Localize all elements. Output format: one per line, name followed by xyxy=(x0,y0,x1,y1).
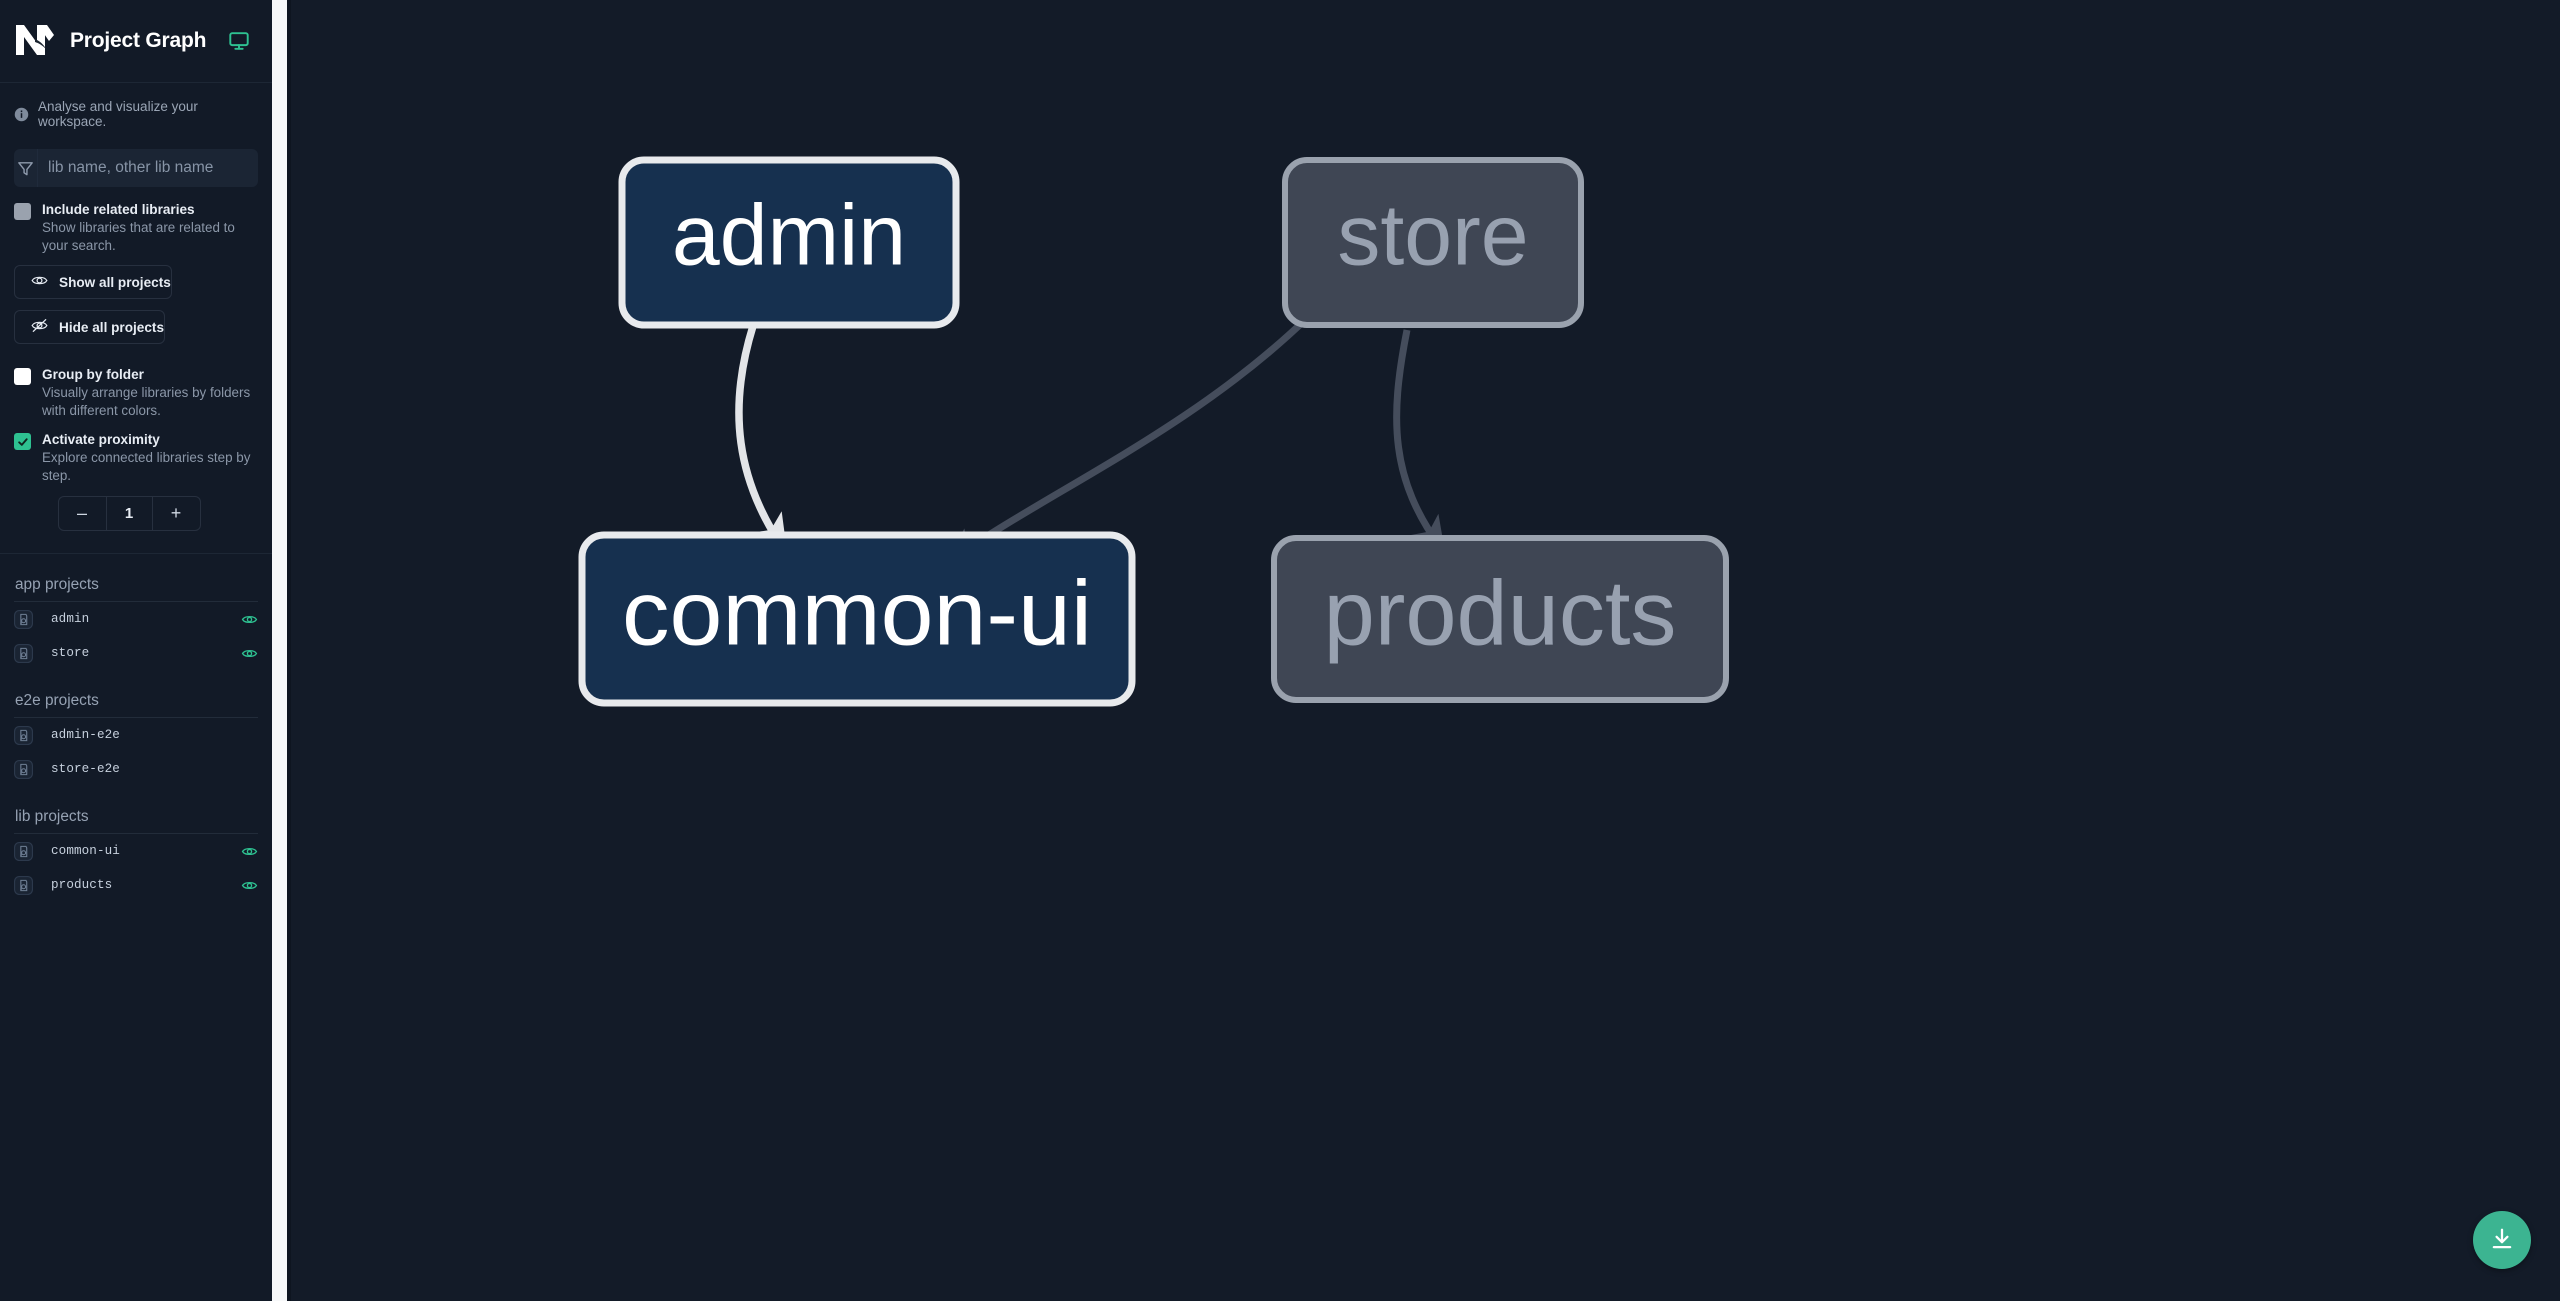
tagline: Analyse and visualize your workspace. xyxy=(0,83,272,141)
activate-proximity-checkbox[interactable] xyxy=(14,433,31,450)
group-by-folder-checkbox[interactable] xyxy=(14,368,31,385)
eye-off-icon xyxy=(31,317,48,337)
page-title: Project Graph xyxy=(70,29,207,52)
show-all-projects-label: Show all projects xyxy=(59,274,171,290)
download-icon xyxy=(2489,1226,2515,1255)
project-name: store-e2e xyxy=(51,762,120,776)
group-by-folder-description: Visually arrange libraries by folders wi… xyxy=(42,385,251,418)
project-row-store[interactable]: store xyxy=(14,636,258,670)
group-rule xyxy=(14,601,258,602)
proximity-stepper: – 1 + xyxy=(0,496,258,531)
group-by-folder-label: Group by folder xyxy=(42,367,144,382)
project-file-icon xyxy=(14,643,33,663)
group-title-lib: lib projects xyxy=(15,808,89,825)
nx-logo-icon xyxy=(14,21,56,61)
sidebar-edge xyxy=(287,0,291,1301)
graph-node-admin[interactable]: admin xyxy=(618,156,960,329)
project-name: admin xyxy=(51,612,90,626)
project-name: products xyxy=(51,878,113,892)
project-file-icon xyxy=(14,875,33,895)
info-icon xyxy=(14,107,29,122)
proximity-decrement-button[interactable]: – xyxy=(59,497,106,530)
group-rule xyxy=(14,833,258,834)
project-row-common-ui[interactable]: common-ui xyxy=(14,834,258,868)
eye-visible-icon[interactable] xyxy=(241,611,258,628)
proximity-increment-button[interactable]: + xyxy=(153,497,200,530)
sidebar-resize-handle[interactable] xyxy=(272,0,287,1301)
node-common-ui-rect[interactable] xyxy=(578,531,1136,707)
include-related-description: Show libraries that are related to your … xyxy=(42,220,235,253)
project-file-icon xyxy=(14,609,33,629)
search-box[interactable] xyxy=(14,149,258,187)
filter-funnel-icon xyxy=(14,149,38,187)
sidebar: Project Graph Analyse and visualize your… xyxy=(0,0,272,1301)
project-row-admin[interactable]: admin xyxy=(14,602,258,636)
activate-proximity-label: Activate proximity xyxy=(42,432,160,447)
project-row-products[interactable]: products xyxy=(14,868,258,902)
eye-icon xyxy=(31,272,48,292)
node-products-label: products xyxy=(1324,562,1677,664)
project-groups: app projects admin xyxy=(0,554,272,902)
graph-edges xyxy=(735,315,1446,565)
eye-visible-icon[interactable] xyxy=(241,843,258,860)
project-row-admin-e2e[interactable]: admin-e2e xyxy=(14,718,258,752)
graph-node-store[interactable]: store xyxy=(1282,157,1584,328)
project-file-icon xyxy=(14,841,33,861)
project-name: store xyxy=(51,646,90,660)
project-file-icon xyxy=(14,725,33,745)
node-products-rect[interactable] xyxy=(1271,535,1729,703)
sidebar-divider xyxy=(0,553,272,554)
project-graph-svg: admin store common-ui products xyxy=(578,156,1729,707)
node-store-label: store xyxy=(1337,188,1528,284)
sidebar-header: Project Graph xyxy=(0,0,272,83)
monitor-icon[interactable] xyxy=(228,30,250,52)
tagline-text: Analyse and visualize your workspace. xyxy=(38,99,198,129)
node-common-ui-label: common-ui xyxy=(622,562,1092,664)
graph-node-products[interactable]: products xyxy=(1271,535,1729,703)
hide-all-projects-label: Hide all projects xyxy=(59,319,165,335)
include-related-checkbox[interactable] xyxy=(14,203,31,220)
edge-store-to-products xyxy=(1393,329,1446,554)
project-name: admin-e2e xyxy=(51,728,120,742)
graph-canvas[interactable]: admin store common-ui products xyxy=(291,0,2560,1301)
node-admin-label: admin xyxy=(672,188,906,284)
eye-visible-icon[interactable] xyxy=(241,877,258,894)
option-activate-proximity[interactable]: Activate proximity Explore connected lib… xyxy=(0,419,272,484)
option-include-related[interactable]: Include related libraries Show libraries… xyxy=(0,187,272,254)
node-admin-rect[interactable] xyxy=(618,156,960,329)
graph-node-common-ui[interactable]: common-ui xyxy=(578,531,1136,707)
edge-store-to-common-ui xyxy=(945,315,1310,565)
project-name: common-ui xyxy=(51,844,120,858)
activate-proximity-description: Explore connected libraries step by step… xyxy=(42,450,251,483)
group-title-app: app projects xyxy=(15,576,99,593)
option-group-by-folder[interactable]: Group by folder Visually arrange librari… xyxy=(0,344,272,419)
download-button[interactable] xyxy=(2473,1211,2531,1269)
proximity-value: 1 xyxy=(105,497,153,530)
graph-nodes: admin store common-ui products xyxy=(578,156,1729,707)
group-title-e2e: e2e projects xyxy=(15,692,99,709)
group-rule xyxy=(14,717,258,718)
search-input[interactable] xyxy=(38,149,258,187)
project-row-store-e2e[interactable]: store-e2e xyxy=(14,752,258,786)
include-related-label: Include related libraries xyxy=(42,202,195,217)
eye-visible-icon[interactable] xyxy=(241,645,258,662)
node-store-rect[interactable] xyxy=(1282,157,1584,328)
edge-admin-to-common-ui xyxy=(735,324,788,555)
hide-all-projects-button[interactable]: Hide all projects xyxy=(14,310,166,344)
project-file-icon xyxy=(14,759,33,779)
show-all-projects-button[interactable]: Show all projects xyxy=(14,265,172,299)
